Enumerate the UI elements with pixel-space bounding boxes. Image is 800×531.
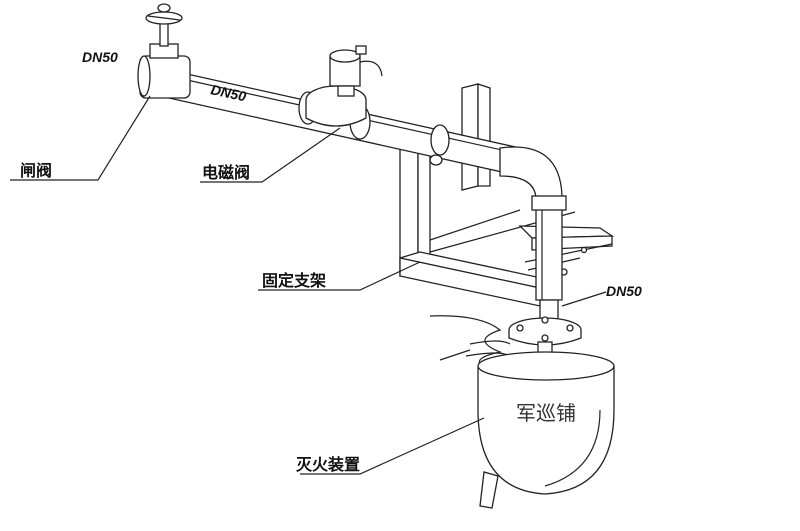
solenoid-cable (359, 60, 383, 77)
leader-gate-valve (10, 95, 151, 181)
solenoid-valve (305, 45, 383, 127)
extinguisher-assembly: 军巡铺 (429, 315, 615, 509)
elbow-pipe (499, 146, 563, 301)
capillary-coil-turns (465, 340, 511, 357)
bracket-inner-rail (429, 209, 521, 241)
leader-extinguisher (300, 417, 485, 475)
label-extinguisher: 灭火装置 (295, 455, 360, 474)
flange-bolt (541, 334, 549, 342)
pipe-clamp (429, 154, 443, 166)
gate-valve (137, 3, 191, 99)
support-bracket (399, 83, 615, 307)
bracket-bolt-2 (580, 246, 588, 254)
label-gate-valve: 闸阀 (20, 161, 52, 180)
capillary-lead (439, 349, 471, 361)
extinguisher-nozzle (479, 471, 499, 509)
solenoid-terminal (355, 45, 367, 55)
solenoid-coil-top (329, 49, 361, 63)
pipe-size-main: DN50 (209, 81, 248, 104)
solenoid-neck (337, 85, 355, 97)
flange-bolt (516, 324, 524, 332)
leader-outlet (561, 291, 607, 307)
watermark: 军巡铺 (516, 401, 576, 425)
capillary-coil (429, 315, 503, 373)
bracket-back-post-side (477, 83, 491, 187)
leader-solenoid (200, 127, 341, 183)
handwheel-cap (157, 3, 171, 13)
extinguisher-rim (477, 351, 615, 381)
gate-valve-flange (137, 55, 151, 97)
label-solenoid-valve: 电磁阀 (202, 163, 250, 182)
pipe-size-outlet: DN50 (606, 283, 642, 299)
label-bracket: 固定支架 (262, 271, 326, 290)
handwheel-spoke (147, 15, 181, 21)
pipe-size-inlet: DN50 (82, 49, 118, 65)
leader-bracket (258, 261, 421, 291)
flange-bolt (566, 324, 574, 332)
pipe-coupling (430, 124, 450, 156)
riser-coupling (531, 195, 567, 211)
solenoid-body (305, 100, 367, 127)
flange-bolt (541, 316, 549, 324)
bowl-inner-curve (544, 409, 601, 487)
gate-valve-stem (159, 21, 169, 47)
